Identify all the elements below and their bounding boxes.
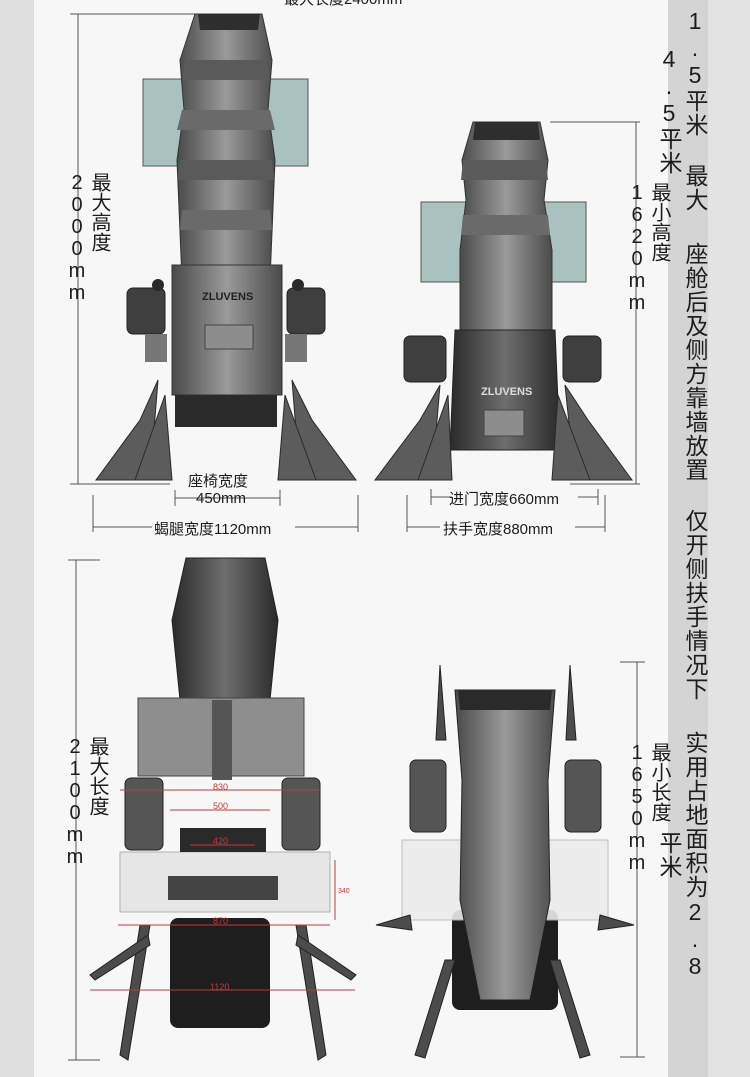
left-frame bbox=[0, 0, 34, 1077]
rear-spine bbox=[449, 121, 561, 451]
dim-870: 870 bbox=[213, 916, 228, 926]
top-view-left bbox=[68, 559, 100, 1061]
rear-view bbox=[406, 121, 640, 532]
rear-min-height-label: 最小高度1620mm bbox=[626, 182, 670, 314]
front-legs bbox=[95, 379, 357, 481]
dim-340: 340 bbox=[338, 888, 350, 895]
top-view-right bbox=[620, 661, 645, 1058]
dim-830: 830 bbox=[213, 782, 228, 792]
front-max-height-label: 最大高度2000mm bbox=[66, 172, 110, 304]
top-left-max-length-label: 最大长度2100mm bbox=[64, 736, 108, 868]
front-leg-width-label: 蝎腿宽度1120mm bbox=[154, 521, 272, 538]
front-view bbox=[70, 13, 359, 532]
rear-entry-width-label: 进门宽度660mm bbox=[449, 491, 560, 508]
front-seat-width-value: 450mm bbox=[196, 490, 247, 507]
dim-500: 500 bbox=[213, 801, 228, 811]
top-left-legs bbox=[89, 924, 357, 1061]
caption-footprint: 实用占地面积为2.8平米 bbox=[656, 730, 708, 980]
dim-420: 420 bbox=[213, 836, 228, 846]
front-armrests bbox=[126, 279, 326, 362]
rear-armrest-width-label: 扶手宽度880mm bbox=[443, 521, 554, 538]
top-left-red-dims bbox=[90, 789, 355, 991]
header-fragment: 最大长度2400mm bbox=[284, 0, 402, 9]
dim-1120: 1120 bbox=[210, 982, 229, 992]
rear-brand: ZLUVENS bbox=[481, 386, 532, 398]
front-seat-width-label: 座椅宽度 bbox=[188, 473, 249, 490]
caption-sidebar: 1.5平米 最大4.5平米 座舱后及侧方靠墙放置 仅开侧扶手情况下 实用占地面积… bbox=[656, 0, 708, 1077]
front-brand: ZLUVENS bbox=[202, 291, 253, 303]
top-right-body bbox=[401, 689, 609, 1010]
caption-placement: 座舱后及侧方靠墙放置 仅开侧扶手情况下 bbox=[682, 241, 708, 701]
right-frame bbox=[708, 0, 750, 1077]
rear-armrests bbox=[403, 335, 602, 383]
front-spine bbox=[171, 13, 283, 427]
top-right-legs bbox=[375, 664, 635, 1059]
caption-area-range: 1.5平米 最大4.5平米 bbox=[656, 8, 708, 212]
top-right-min-length-label: 最小长度1650mm bbox=[626, 742, 670, 874]
rear-legs bbox=[374, 384, 633, 481]
top-left-body bbox=[119, 557, 331, 1028]
